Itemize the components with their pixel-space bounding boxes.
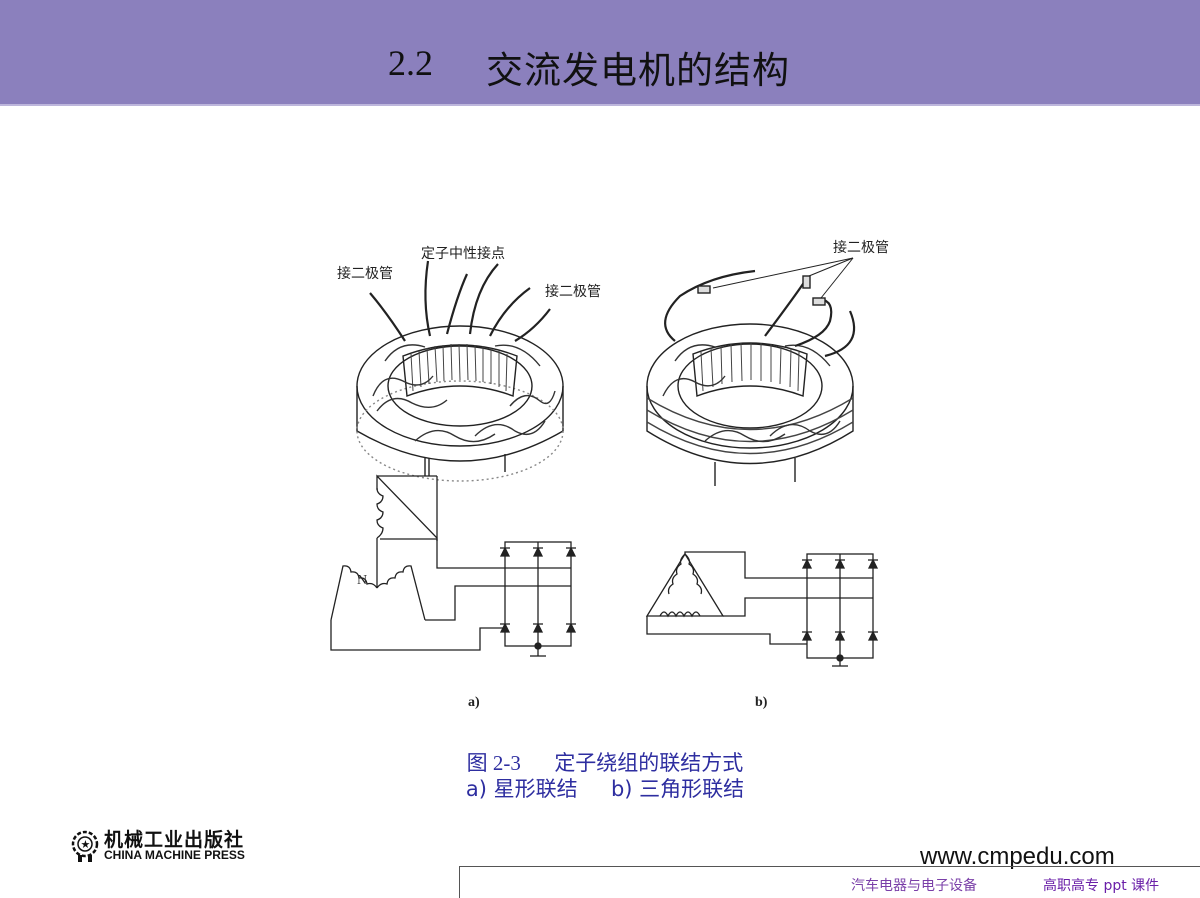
stator-a-illustration: [356, 260, 564, 482]
slide-title: 交流发电机的结构: [486, 49, 790, 92]
delta-circuit: [645, 551, 879, 667]
caption-title: 定子绕组的联结方式: [554, 751, 744, 775]
publisher-name-en: CHINA MACHINE PRESS: [104, 848, 245, 862]
caption-number: 图 2-3: [466, 751, 521, 775]
figure-caption: 图 2-3 定子绕组的联结方式: [300, 747, 910, 777]
footer-tag: 高职高专 ppt 课件: [1043, 878, 1160, 894]
subcaption-b: b) 三角形联结: [610, 777, 745, 801]
callout-diode-b: 接二极管: [833, 239, 889, 256]
gear-star-icon: ★: [71, 830, 99, 862]
stator-winding-figure: 接二极管 定子中性接点 接二极管 接二极管 N a) b): [325, 236, 915, 711]
star-circuit: [330, 474, 577, 657]
slide-header: 2.2 交流发电机的结构: [0, 0, 1200, 106]
subcaption-a: a) 星形联结: [465, 777, 578, 801]
figure-svg: 接二极管 定子中性接点 接二极管 接二极管 N a) b): [330, 239, 889, 710]
stator-b-illustration: [646, 257, 856, 486]
publisher-name-cn: 机械工业出版社: [104, 829, 245, 851]
footer-box: [459, 866, 1200, 898]
figure-subcaption: a) 星形联结 b) 三角形联结: [300, 773, 910, 803]
callout-diode-left: 接二极管: [337, 265, 393, 282]
neutral-label: N: [357, 573, 367, 588]
callout-neutral-point: 定子中性接点: [421, 245, 505, 262]
callout-diode-right: 接二极管: [545, 283, 601, 300]
publisher-logo: ★ 机械工业出版社 CHINA MACHINE PRESS: [70, 825, 270, 865]
website-url[interactable]: www.cmpedu.com: [920, 843, 1115, 870]
label-b: b): [755, 695, 768, 710]
footer-course: 汽车电器与电子设备: [851, 878, 977, 894]
section-number: 2.2: [388, 43, 433, 83]
svg-text:★: ★: [81, 838, 91, 851]
label-a: a): [468, 695, 480, 710]
